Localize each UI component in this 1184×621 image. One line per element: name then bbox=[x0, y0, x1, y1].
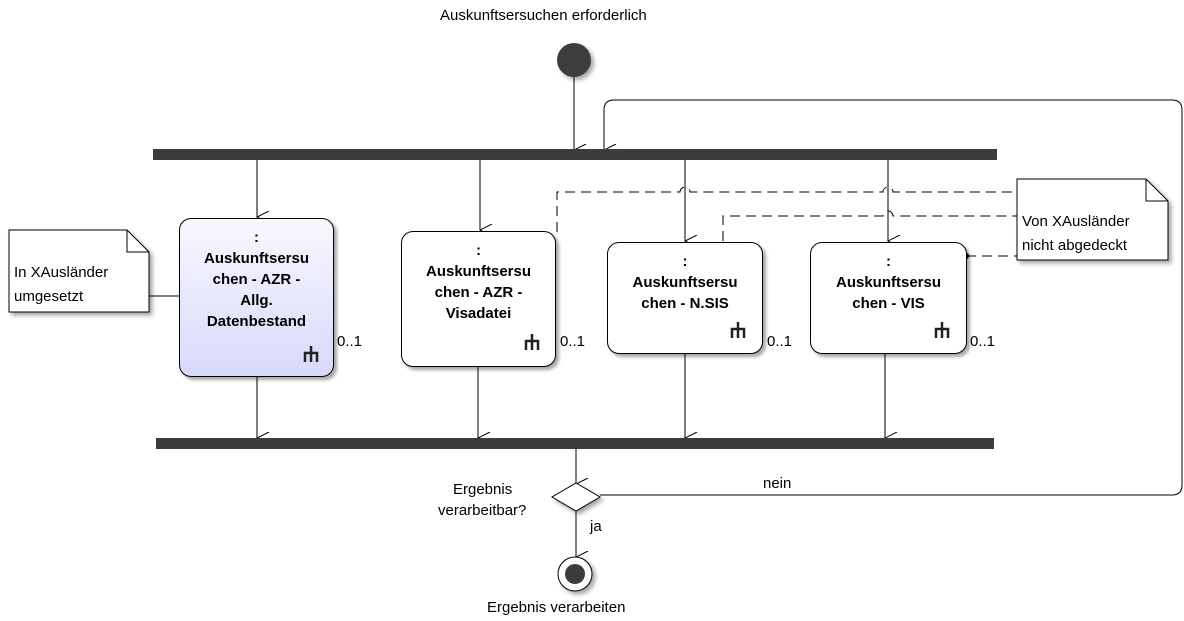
note-right-line2: nicht abgedeckt bbox=[1022, 237, 1128, 254]
action-4-line-2: Auskunftsersu bbox=[835, 274, 942, 291]
action-1-line-5: Datenbestand bbox=[206, 313, 307, 330]
note-left-text: In XAusländer umgesetzt bbox=[14, 261, 108, 309]
note-right-text: Von XAusländer nicht abgedeckt bbox=[1022, 210, 1130, 258]
action-1-line-2: Auskunftsersu bbox=[203, 250, 310, 267]
call-behavior-rake-icon bbox=[730, 322, 746, 338]
note-right bbox=[1016, 178, 1169, 261]
note-right-anchor-action-3 bbox=[722, 210, 1017, 241]
note-left-line1: In XAusländer bbox=[14, 264, 109, 281]
guard-no-label: nein bbox=[763, 475, 792, 492]
flow-loop-back bbox=[600, 99, 1183, 496]
action-2-line-3: chen - AZR - bbox=[434, 284, 523, 301]
call-behavior-rake-icon bbox=[934, 322, 950, 338]
decision-node bbox=[551, 482, 601, 512]
action-1-line-1: : bbox=[254, 229, 259, 246]
call-behavior-rake-icon bbox=[303, 346, 319, 362]
action-n-sis[interactable]: : Auskunftsersu chen - N.SIS bbox=[607, 242, 763, 354]
action-4-line-3: chen - VIS bbox=[852, 295, 925, 312]
action-3-line-3: chen - N.SIS bbox=[641, 295, 729, 312]
action-vis[interactable]: : Auskunftsersu chen - VIS bbox=[810, 242, 967, 354]
note-right-anchor-action-2 bbox=[556, 186, 1017, 232]
decision-question-line2: verarbeitbar? bbox=[438, 502, 527, 519]
call-behavior-rake-icon bbox=[524, 334, 540, 350]
action-2-line-4: Visadatei bbox=[445, 305, 512, 322]
note-left bbox=[8, 229, 150, 313]
decision-question-line1: Ergebnis bbox=[453, 481, 513, 498]
action-2-line-1: : bbox=[476, 242, 481, 259]
action-1-multiplicity: 0..1 bbox=[337, 333, 363, 350]
initial-node bbox=[557, 43, 591, 77]
join-bar bbox=[156, 438, 994, 449]
action-3-line-2: Auskunftsersu bbox=[632, 274, 738, 291]
action-azr-visadatei[interactable]: : Auskunftsersu chen - AZR - Visadatei bbox=[401, 231, 556, 367]
start-label: Auskunftsersuchen erforderlich bbox=[440, 7, 647, 24]
action-4-multiplicity: 0..1 bbox=[970, 333, 996, 350]
guard-yes-label: ja bbox=[590, 518, 602, 535]
action-2-line-2: Auskunftsersu bbox=[425, 263, 532, 280]
final-node-inner bbox=[565, 564, 585, 584]
fork-bar bbox=[153, 149, 997, 160]
action-2-multiplicity: 0..1 bbox=[560, 333, 586, 350]
action-azr-allg-datenbestand[interactable]: : Auskunftsersu chen - AZR - Allg. Daten… bbox=[179, 218, 334, 377]
action-1-line-3: chen - AZR - bbox=[212, 271, 301, 288]
action-4-line-1: : bbox=[886, 253, 891, 270]
note-right-line1: Von XAusländer bbox=[1022, 213, 1130, 230]
action-3-multiplicity: 0..1 bbox=[767, 333, 793, 350]
action-1-line-4: Allg. bbox=[240, 292, 273, 309]
note-left-line2: umgesetzt bbox=[14, 288, 84, 305]
end-label: Ergebnis verarbeiten bbox=[487, 599, 626, 616]
action-3-line-1: : bbox=[682, 253, 688, 270]
